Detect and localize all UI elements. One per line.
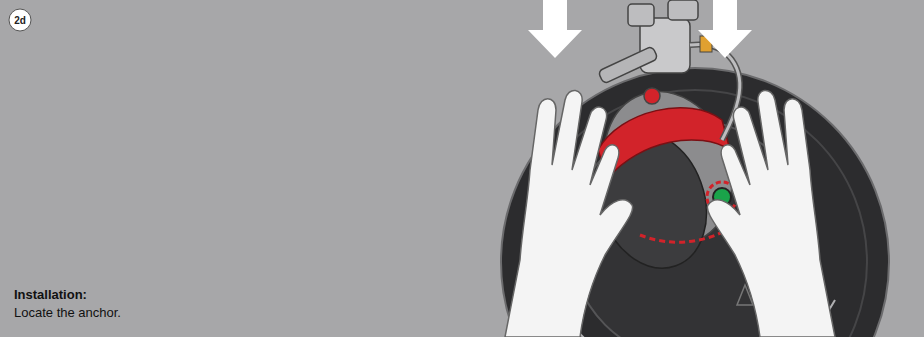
- press-arrows-part: [698, 0, 752, 58]
- press-arrows: [528, 0, 752, 58]
- left-glove-part: [505, 90, 633, 337]
- regulator-part: [644, 88, 660, 104]
- device-housing-part: [598, 108, 730, 178]
- regulator-part: [598, 46, 658, 84]
- regulator-part: [668, 0, 698, 20]
- regulator-part: [690, 44, 740, 140]
- press-arrows-part: [528, 0, 582, 58]
- regulator-part: [628, 4, 654, 26]
- step-badge: 2d: [8, 8, 32, 32]
- step-heading: Installation:: [14, 287, 87, 302]
- step-number: 2d: [14, 15, 26, 26]
- regulator-part: [690, 44, 740, 140]
- base-disk-part: [501, 68, 889, 337]
- right-glove-part: [707, 90, 835, 337]
- badge-circle: [9, 9, 31, 31]
- left-glove: [505, 90, 633, 337]
- right-glove: [707, 90, 835, 337]
- base-disk: [501, 68, 889, 337]
- step-instruction: Locate the anchor.: [14, 305, 121, 320]
